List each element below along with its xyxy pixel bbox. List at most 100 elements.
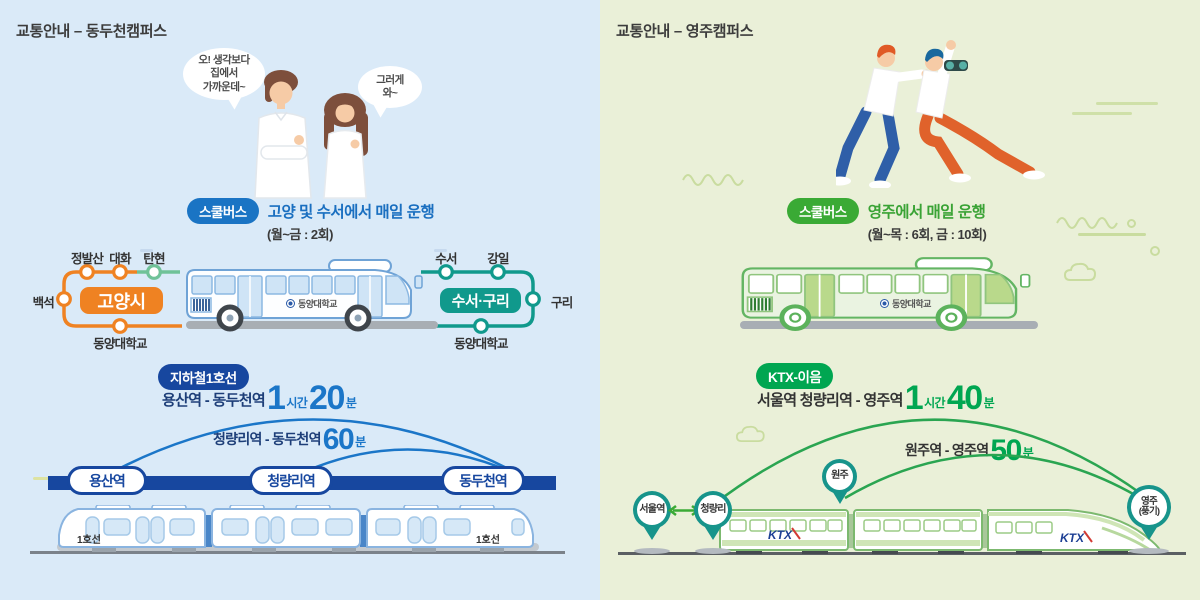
bus-road (186, 321, 438, 329)
schoolbus-badge: 스쿨버스 (187, 198, 259, 224)
schoolbus-desc-right: 영주에서 매일 운행 (867, 204, 986, 221)
ktx-route2-minutes-unit: 분 (1022, 446, 1034, 461)
right-header-prefix: 교통안내 – (616, 23, 682, 40)
suseo-guri-box: 수서·구리 (440, 288, 521, 313)
decor-line (1096, 102, 1158, 105)
bus-road-right (740, 321, 1038, 329)
couple-illustration (254, 70, 368, 199)
pin-shadow (1129, 548, 1169, 554)
pin-label: 영주 (풍기) (1131, 489, 1167, 525)
speech-bubble-1: 오! 생각보다 집에서 가까운데~ (183, 48, 265, 100)
line1-tick (33, 477, 50, 480)
ktx-route1-minutes: 40 (946, 379, 983, 417)
dongyang-univ-logo-icon (880, 299, 889, 308)
subway-line1-badge-wrap: 지하철1호선 (158, 364, 249, 390)
left-header-campus: 동두천캠퍼스 (85, 23, 167, 40)
station-univ-goyang: 동양대학교 (93, 337, 147, 351)
route1-minutes: 20 (309, 379, 345, 417)
ktx-track-line (618, 552, 1186, 555)
train-label-1: 1호선 (77, 533, 101, 546)
route1-minutes-unit: 분 (345, 395, 357, 410)
pin-label: 서울역 (637, 495, 667, 525)
bus-side-label: 동양대학교 (286, 297, 337, 310)
decor-circle (1127, 219, 1136, 228)
decor-circle (1150, 246, 1160, 256)
subway-line1-badge: 지하철1호선 (158, 364, 249, 390)
dongyang-univ-logo-icon (286, 299, 295, 308)
pin-shadow (634, 548, 670, 554)
ktx-route2-minutes: 50 (990, 434, 1022, 467)
left-header: 교통안내 – 동두천캠퍼스 (16, 20, 167, 41)
route2-minutes: 60 (322, 423, 355, 456)
green-bus-illustration (741, 257, 1031, 331)
decor-line (1078, 233, 1146, 236)
station-daehwa: 대화 (109, 252, 131, 266)
bus-route-lines (56, 264, 541, 334)
map-pin-wonju: 원주 (822, 459, 857, 504)
station-baekseok: 백석 (32, 296, 55, 310)
decor-dash (434, 249, 447, 252)
station-jeongbalsan: 정발산 (70, 252, 104, 266)
station-pill-yongsan: 용산역 (67, 466, 147, 495)
schoolbus-frequency-right: (월~목 : 6회, 금 : 10회) (867, 227, 987, 242)
pin-label: 원주 (826, 463, 853, 490)
schoolbus-badge-right: 스쿨버스 (787, 198, 859, 224)
ktx-logo: KTX (1060, 531, 1085, 545)
route1-hours-unit: 시간 (286, 395, 308, 410)
ktx-train-illustration: KTX KTX (719, 509, 1162, 554)
pin-label: 청량리 (698, 495, 728, 525)
ktx-route1-minutes-unit: 분 (983, 395, 995, 410)
right-header: 교통안내 – 영주캠퍼스 (616, 20, 754, 41)
train-label-2: 1호선 (476, 533, 500, 546)
map-pin-yeongju: 영주 (풍기) (1127, 485, 1171, 540)
schoolbus-frequency: (월~금 : 2회) (267, 227, 333, 242)
pin-head: 청량리 (694, 491, 732, 529)
station-univ-guri: 동양대학교 (454, 337, 508, 351)
route1-label: 용산역 - 동두천역 (162, 391, 266, 409)
left-schoolbus-title: 스쿨버스 고양 및 수서에서 매일 운행 (187, 198, 435, 224)
ktx-route-1: 서울역 청량리역 - 영주역 1 시간 40 분 (757, 379, 995, 417)
pin-shadow (695, 548, 731, 554)
ktx-route1-hours: 1 (904, 379, 924, 417)
right-schoolbus-title: 스쿨버스 영주에서 매일 운행 (787, 198, 986, 224)
pin-head: 영주 (풍기) (1127, 485, 1171, 529)
station-guri: 구리 (551, 296, 573, 310)
ktx-badge-wrap: KTX-이음 (756, 363, 834, 389)
decor-dash (140, 249, 153, 252)
line1-train-illustration: 1호선 1호선 (58, 505, 534, 552)
decor-squiggle (682, 174, 744, 186)
bus-side-label-right: 동양대학교 (880, 297, 931, 310)
subway-route-1: 용산역 - 동두천역 1 시간 20 분 (162, 379, 357, 417)
ktx-route1-label: 서울역 청량리역 - 영주역 (757, 391, 903, 409)
decor-cloud (1064, 262, 1097, 281)
speech-bubble-2: 그러게 와~ (358, 66, 422, 108)
map-pin-seoul: 서울역 (633, 491, 671, 540)
ktx-travel-arcs (712, 418, 1148, 506)
blue-bus-illustration (186, 259, 423, 332)
bus-side-label-text-right: 동양대학교 (892, 299, 931, 309)
station-suseo: 수서 (435, 252, 457, 266)
left-header-prefix: 교통안내 – (16, 23, 82, 40)
decor-cloud (736, 425, 765, 443)
pin-head: 서울역 (633, 491, 671, 529)
goyang-city-box: 고양시 (80, 287, 163, 314)
ktx-route-2: 원주역 - 영주역 50 분 (905, 434, 1034, 467)
schoolbus-desc: 고양 및 수서에서 매일 운행 (267, 204, 435, 221)
station-pill-cheongnyangni: 청량리역 (249, 466, 333, 495)
subway-travel-arcs (104, 418, 523, 478)
ktx-route1-hours-unit: 시간 (924, 395, 945, 410)
station-pill-dongducheon: 동두천역 (441, 466, 525, 495)
right-header-campus: 영주캠퍼스 (685, 23, 754, 40)
route2-minutes-unit: 분 (355, 435, 366, 450)
bus-side-label-text: 동양대학교 (298, 299, 337, 309)
station-tanhyeon: 탄현 (143, 252, 165, 266)
ktx-badge: KTX-이음 (756, 363, 834, 389)
subway-route-2: 청량리역 - 동두천역 60 분 (213, 423, 366, 456)
ktx-logo: KTX (768, 528, 793, 542)
decor-line (1072, 112, 1132, 115)
station-gangil: 강일 (487, 252, 509, 266)
route1-hours: 1 (266, 379, 286, 417)
map-pin-cheongnyangni: 청량리 (694, 491, 732, 540)
route2-label: 청량리역 - 동두천역 (213, 431, 321, 448)
